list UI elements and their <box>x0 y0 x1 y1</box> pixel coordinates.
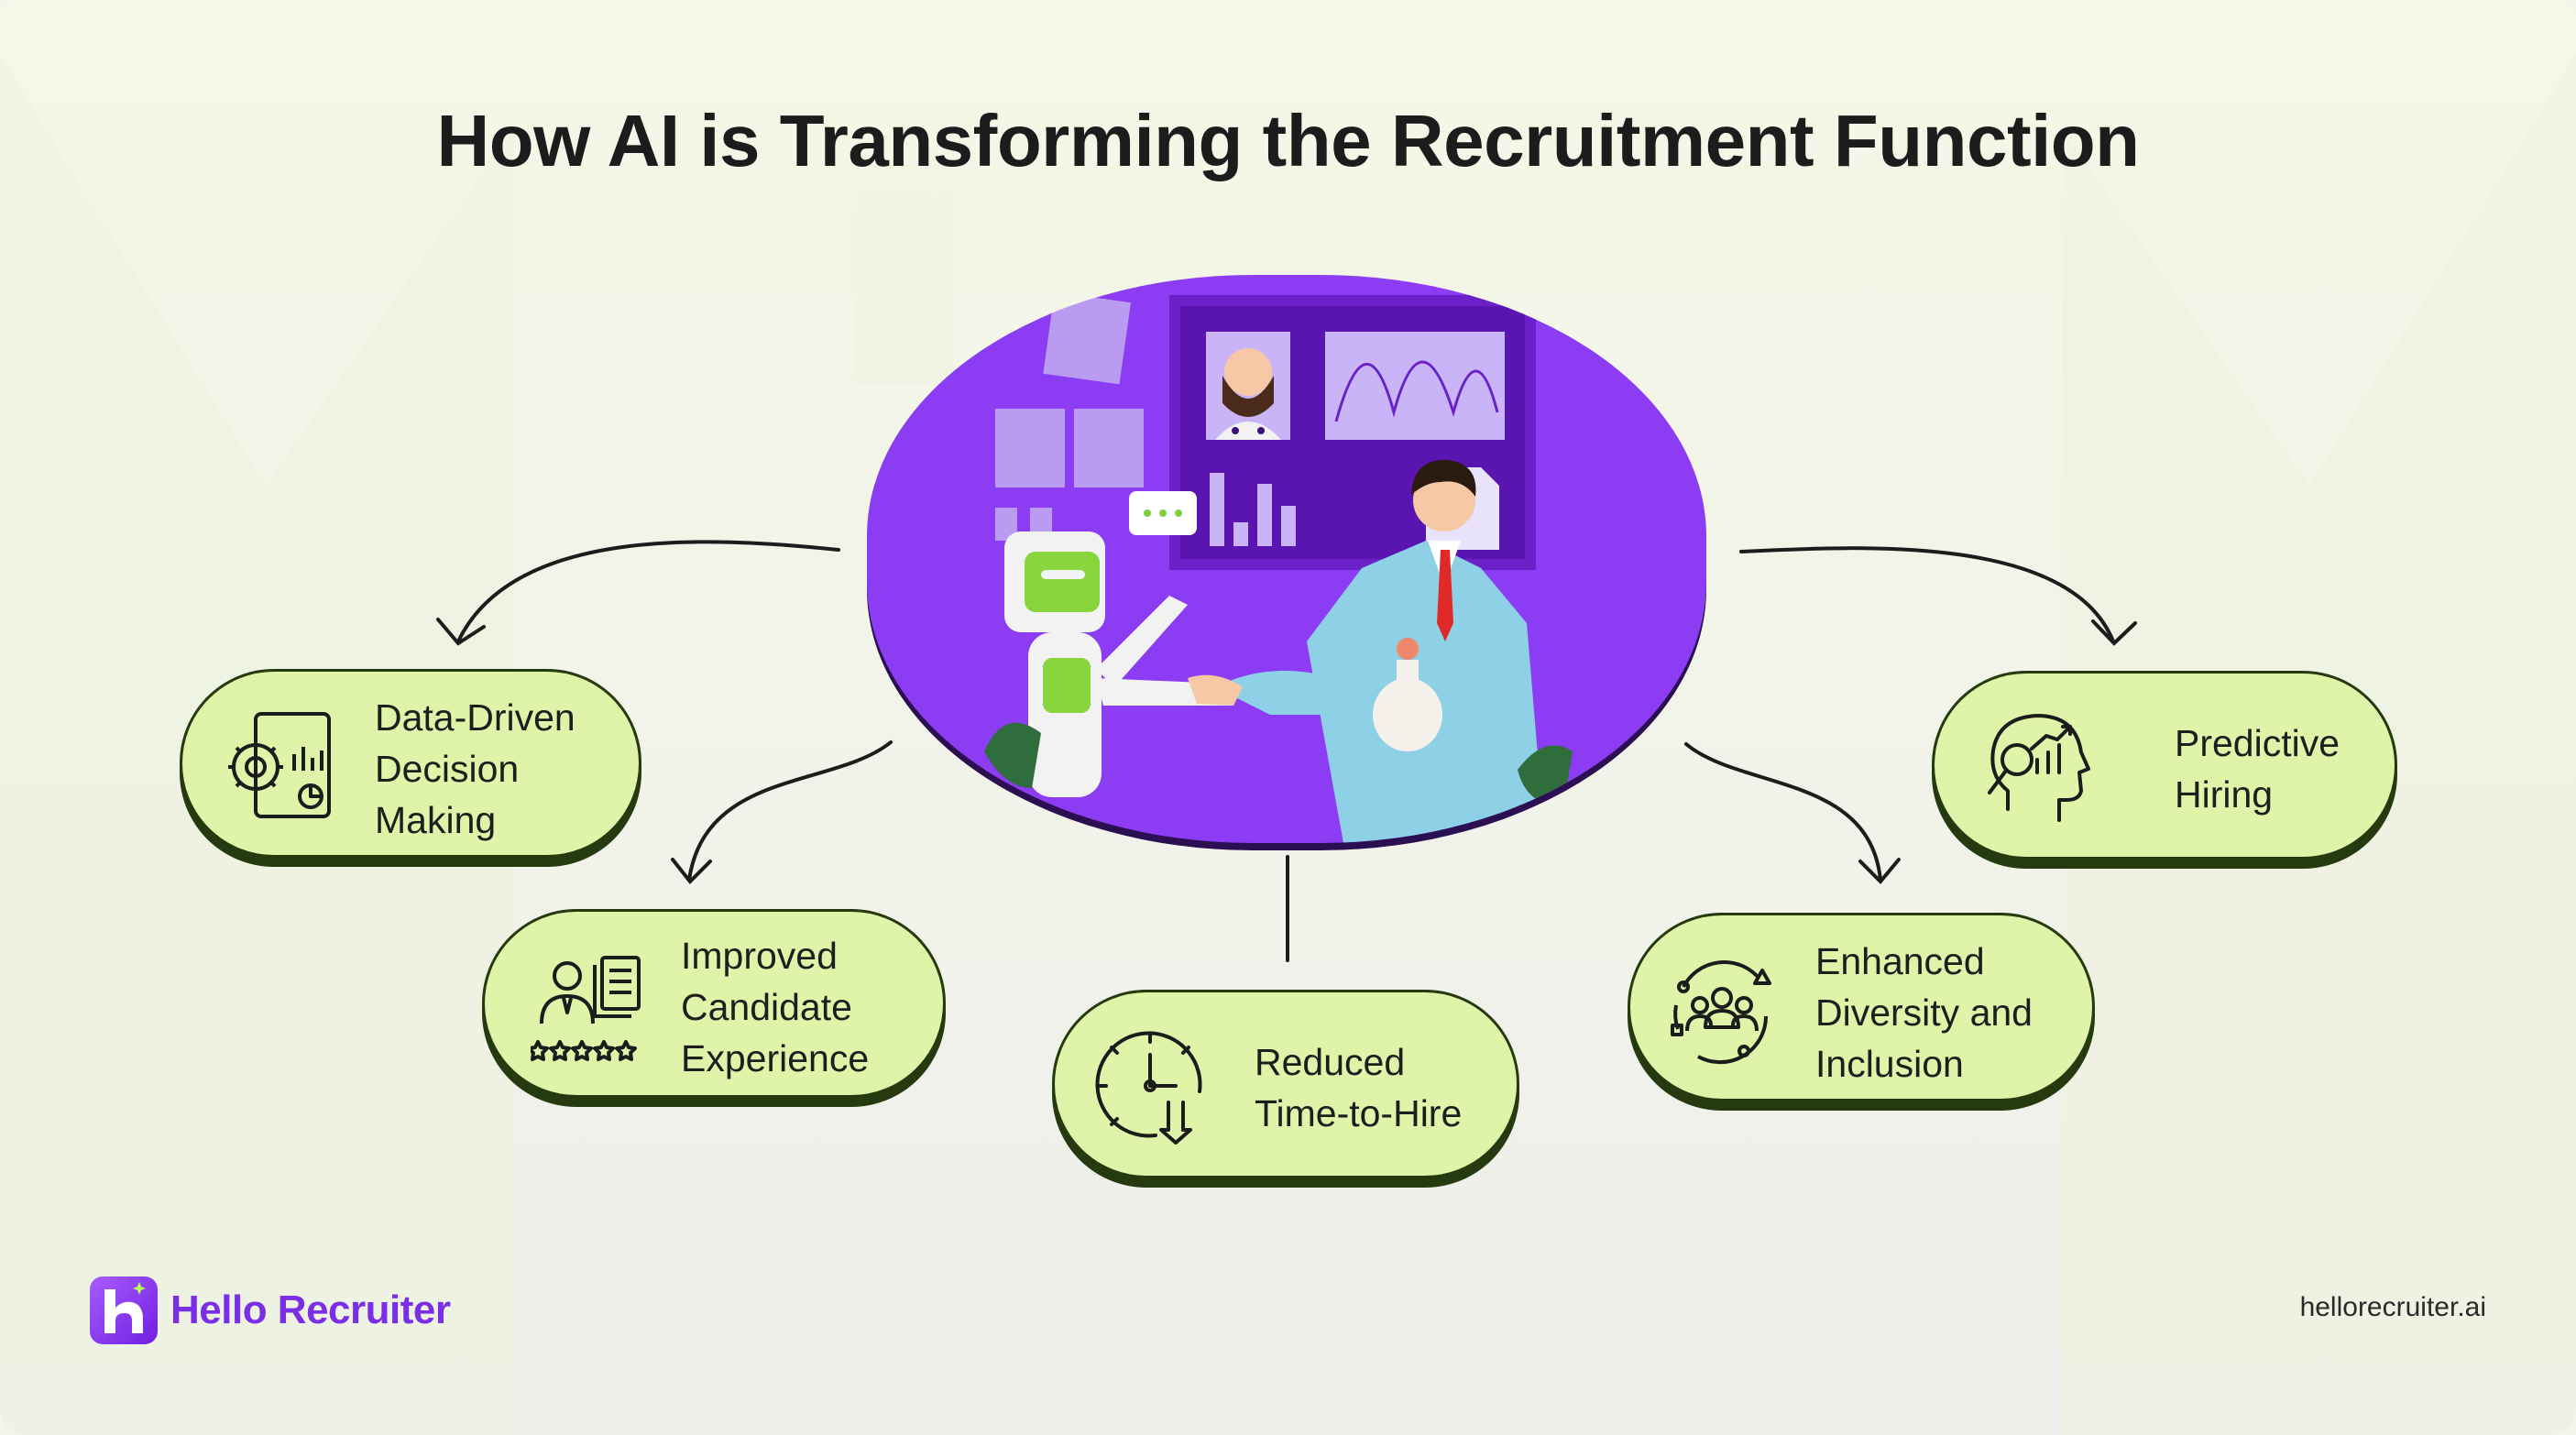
arrow-to-enhanced-diversity <box>1684 742 1882 882</box>
arrow-to-predictive-hiring <box>1739 546 2115 643</box>
node-label: Predictive Hiring <box>2175 722 2340 816</box>
logo-icon <box>90 1276 158 1344</box>
node-label: Improved Candidate Experience <box>681 935 870 1079</box>
brand-name: Hello Recruiter <box>170 1287 451 1332</box>
brand-url[interactable]: hellorecruiter.ai <box>2299 1292 2486 1322</box>
node-label: Data-Driven Decision Making <box>375 696 575 841</box>
candidate-rating-icon <box>531 956 641 1061</box>
node-label: Reduced Time-to-Hire <box>1255 1041 1463 1134</box>
people-cycle-icon <box>1671 960 1771 1065</box>
node-data-driven: Data-Driven Decision Making <box>180 669 641 858</box>
page-title: How AI is Transforming the Recruitment F… <box>436 100 2140 181</box>
node-reduced-time: Reduced Time-to-Hire <box>1052 990 1519 1178</box>
analytics-gear-icon <box>228 712 331 818</box>
brand-logo[interactable]: Hello Recruiter <box>90 1276 451 1344</box>
arrow-to-improved-candidate <box>687 740 893 882</box>
node-predictive-hiring: Predictive Hiring <box>1932 671 2397 860</box>
center-illustration <box>867 275 1706 843</box>
node-enhanced-diversity: Enhanced Diversity and Inclusion <box>1628 913 2095 1101</box>
arrow-to-data-driven <box>456 540 840 643</box>
clock-down-icon <box>1095 1031 1202 1145</box>
head-analytics-icon <box>1988 714 2090 822</box>
node-label: Enhanced Diversity and Inclusion <box>1815 940 2033 1085</box>
node-improved-candidate: Improved Candidate Experience <box>482 909 946 1098</box>
